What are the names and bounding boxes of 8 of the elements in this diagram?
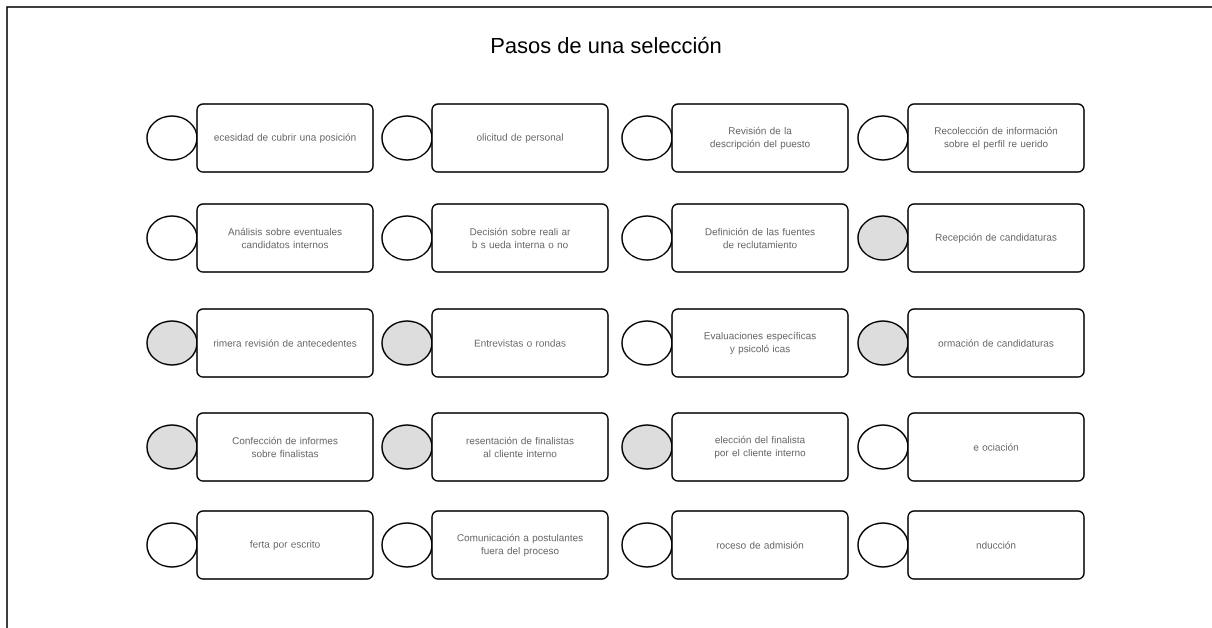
step-box: Confección de informes sobre finalistas [196,412,374,482]
step-box: Entrevistas o rondas [431,308,609,378]
step-box: resentación de finalistas al cliente interno [431,412,609,482]
step-box: rimera revisión de antecedentes [196,308,374,378]
title: Pasos de una selección [492,36,721,54]
step-box: ormación de candidaturas [907,308,1085,378]
step-box: Recepción de candidaturas [907,203,1085,273]
step-box: elección del finalista por el cliente interno [671,412,849,482]
